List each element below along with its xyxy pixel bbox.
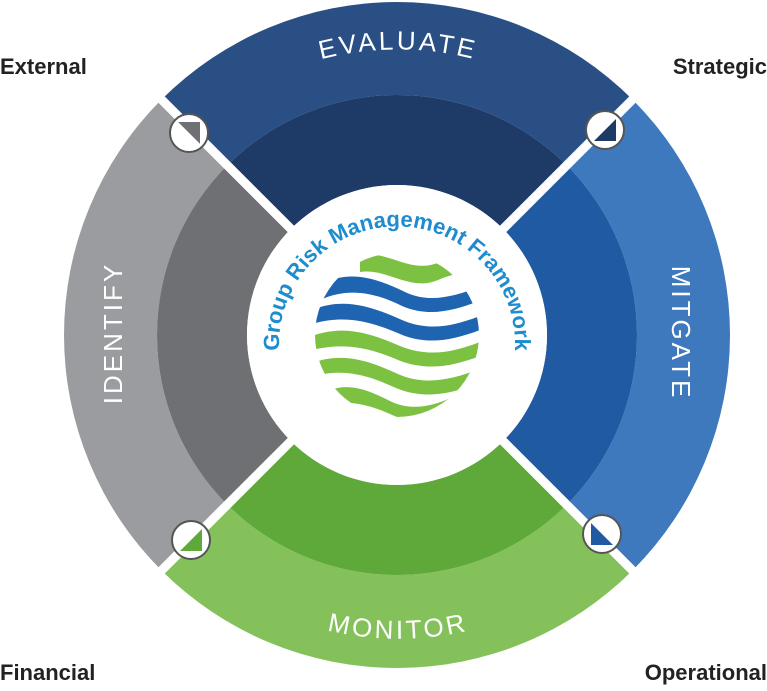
segment-evaluate-outer	[161, 1, 633, 166]
marker-bottom-left	[171, 520, 211, 560]
segment-monitor-inner	[227, 441, 567, 576]
globe-logo	[315, 253, 479, 417]
segment-mitgate-inner	[503, 165, 637, 505]
segment-identify-inner	[157, 165, 291, 505]
segment-monitor-outer	[161, 504, 633, 668]
marker-top-right	[585, 110, 625, 150]
corner-label-external: External	[0, 54, 87, 79]
segment-identify-outer	[64, 99, 228, 571]
label-identify: IDENTIFY	[98, 262, 128, 404]
marker-bottom-right	[582, 514, 622, 554]
label-mitgate: MITGATE	[666, 266, 696, 401]
corner-label-financial: Financial	[0, 660, 96, 685]
marker-top-left	[169, 113, 209, 153]
segment-mitgate-outer	[566, 99, 731, 571]
corner-label-operational: Operational	[644, 660, 767, 685]
segment-evaluate-inner	[227, 94, 567, 229]
corner-label-strategic: Strategic	[672, 54, 767, 79]
